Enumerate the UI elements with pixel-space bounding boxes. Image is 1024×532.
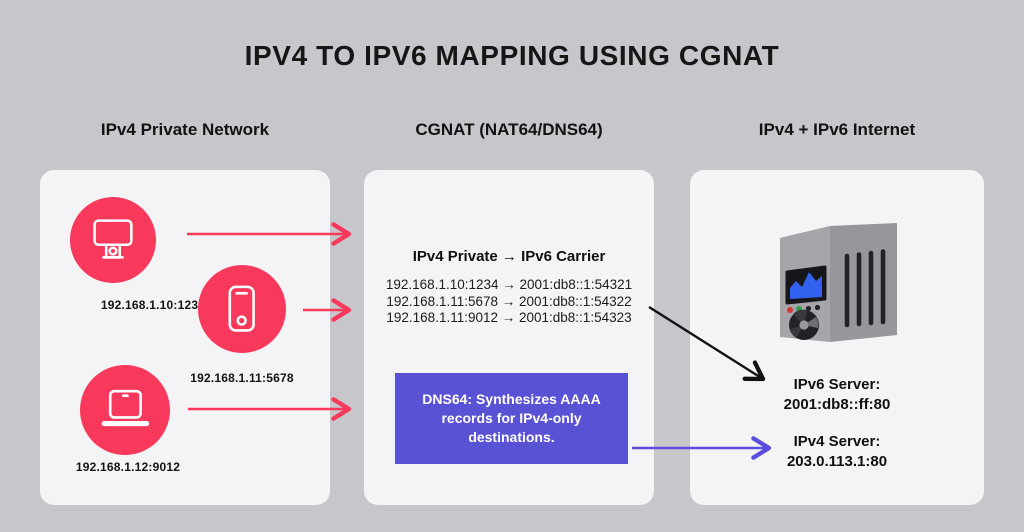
ipv4-server-address: 203.0.113.1:80	[786, 453, 888, 470]
ipv6-server-label: IPv6 Server: 2001:db8::ff:80	[690, 375, 984, 415]
laptop-device-badge	[80, 365, 170, 455]
dns64-note-box: DNS64: Synthesizes AAAA records for IPv4…	[395, 373, 628, 464]
internet-panel: IPv6 Server: 2001:db8::ff:80 IPv4 Server…	[690, 170, 984, 505]
diagram-title: IPV4 TO IPV6 MAPPING USING CGNAT	[244, 40, 780, 71]
ipv6-server-address: 2001:db8::ff:80	[783, 396, 891, 413]
mapping-table: 192.168.1.10:1234 → 2001:db8::1:54321 19…	[364, 277, 654, 327]
column-header-internet: IPv4 + IPv6 Internet	[758, 120, 916, 139]
device-address-desktop: 192.168.1.10:1234	[100, 298, 206, 312]
ipv4-server-label: IPv4 Server: 203.0.113.1:80	[690, 432, 984, 472]
ipv4-server-title: IPv4 Server:	[793, 433, 881, 450]
column-header-cgnat: CGNAT (NAT64/DNS64)	[415, 120, 603, 139]
mapping-row: 192.168.1.11:5678 → 2001:db8::1:54322	[386, 293, 632, 309]
mapping-table-title: IPv4 Private → IPv6 Carrier	[412, 248, 606, 265]
desktop-monitor-icon	[93, 219, 133, 259]
laptop-icon	[101, 389, 149, 426]
mapping-row: 192.168.1.10:1234 → 2001:db8::1:54321	[385, 277, 633, 292]
dns64-note-text: DNS64: Synthesizes AAAA records for IPv4…	[422, 390, 601, 446]
smartphone-icon	[228, 285, 256, 333]
cgnat-panel: IPv4 Private → IPv6 Carrier 192.168.1.10…	[364, 170, 654, 505]
mapping-row: 192.168.1.11:9012 → 2001:db8::1:54323	[386, 310, 632, 325]
private-network-panel: 192.168.1.10:1234 192.168.1.11:5678 192.	[40, 170, 330, 505]
server-illustration	[780, 223, 897, 342]
column-header-private-network: IPv4 Private Network	[100, 120, 270, 139]
smartphone-device-badge	[198, 265, 286, 353]
desktop-device-badge	[70, 197, 156, 283]
device-address-laptop: 192.168.1.12:9012	[75, 460, 181, 474]
device-address-smartphone: 192.168.1.11:5678	[190, 371, 294, 385]
ipv6-server-title: IPv6 Server:	[793, 376, 881, 393]
